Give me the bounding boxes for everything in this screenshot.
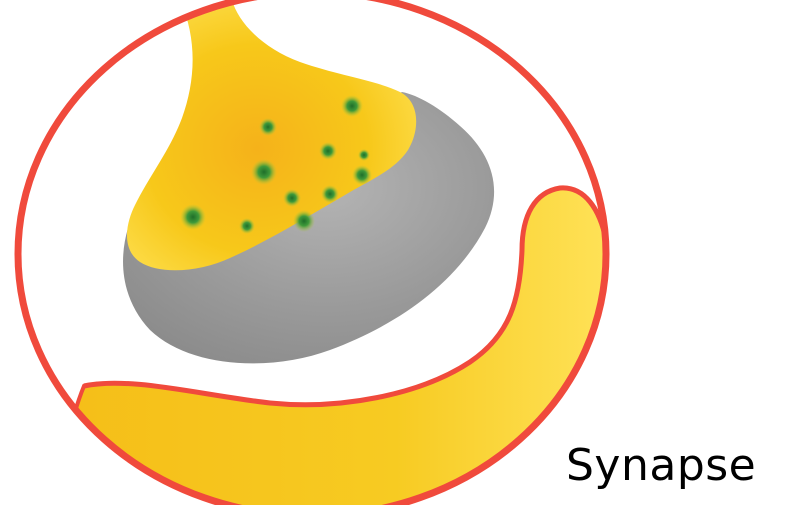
vesicle xyxy=(293,210,315,232)
vesicle xyxy=(283,189,301,207)
vesicle xyxy=(251,159,277,185)
vesicle xyxy=(358,149,370,161)
circle-interior xyxy=(60,0,620,505)
diagram-caption: Synapse xyxy=(566,438,756,494)
vesicle xyxy=(341,95,363,117)
vesicle xyxy=(321,185,339,203)
vesicle xyxy=(352,165,372,185)
vesicle xyxy=(319,142,337,160)
vesicle xyxy=(180,204,206,230)
vesicle xyxy=(239,218,255,234)
vesicle xyxy=(259,118,277,136)
